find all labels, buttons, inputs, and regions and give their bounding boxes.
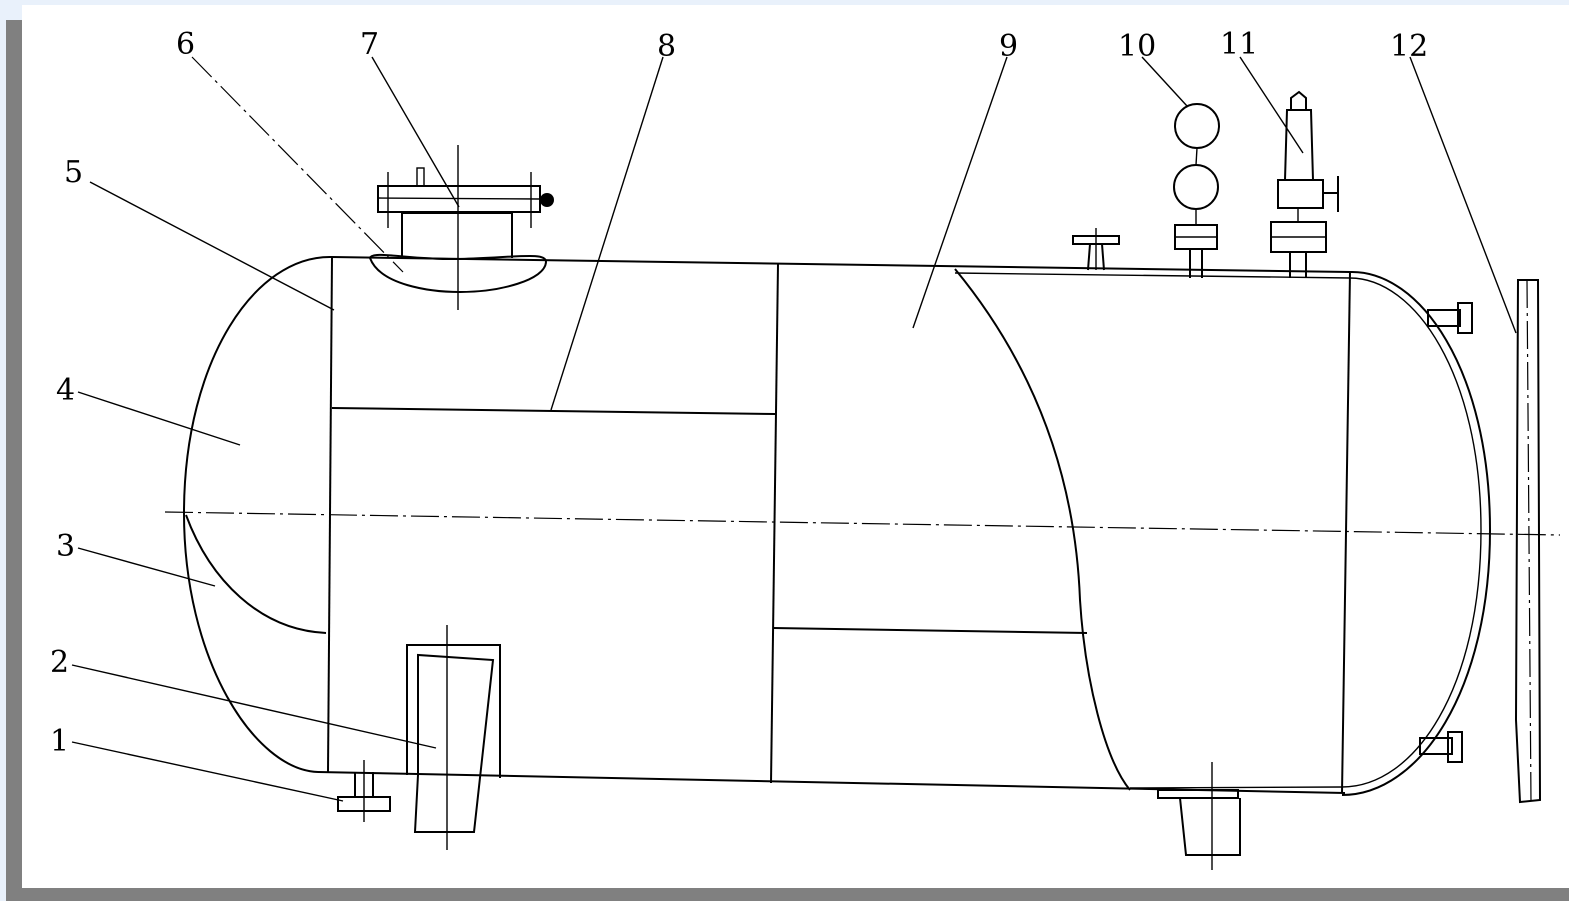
pressure-gauge-lower (1173, 164, 1219, 210)
manhole-handle (416, 167, 425, 187)
level-gauge (1514, 279, 1542, 804)
frame-shadow-left (6, 20, 22, 900)
part-label-2: 2 (50, 645, 69, 680)
bottom-outlet-pipe (1179, 797, 1241, 856)
drawing-area (22, 5, 1569, 888)
leader-1 (71, 741, 344, 802)
safety-valve-cap (1290, 90, 1307, 110)
safety-valve-body (1277, 179, 1324, 209)
frame-shadow-bottom (6, 888, 1569, 901)
top-small-nozzle-pipe-r (1101, 243, 1105, 271)
leader-12 (1409, 56, 1517, 334)
leader-7 (371, 56, 460, 208)
right-head-inner (1341, 277, 1482, 788)
manhole-flange-face (377, 197, 541, 200)
right-upper-nozzle-flange (1457, 302, 1473, 334)
shell-inner-bottom (1129, 786, 1343, 789)
leader-8 (550, 56, 664, 411)
manhole-neck (401, 212, 513, 258)
leader-11 (1239, 56, 1304, 154)
bottom-outlet-flange (1157, 789, 1239, 799)
part-label-11: 11 (1220, 27, 1258, 62)
manhole-reinforcement-pad (368, 253, 548, 294)
part-label-7: 7 (360, 27, 379, 62)
right-upper-nozzle (1427, 309, 1461, 327)
seam-middle (770, 263, 779, 784)
leader-6 (191, 56, 404, 273)
leader-3 (77, 547, 216, 587)
vessel-center-line (164, 511, 1561, 536)
top-small-nozzle-pipe-l (1087, 243, 1091, 271)
part-label-1: 1 (50, 724, 69, 759)
right-lower-nozzle (1419, 737, 1453, 755)
part-label-5: 5 (64, 155, 83, 190)
seam-left (327, 256, 333, 773)
level-gauge-center (1526, 279, 1532, 803)
part-label-10: 10 (1118, 29, 1156, 64)
leader-5 (89, 181, 335, 311)
cutaway-break-line (954, 268, 1131, 791)
shell-inner-top (954, 272, 1351, 279)
longitudinal-seam-lower (772, 627, 1088, 634)
part-label-9: 9 (999, 29, 1018, 64)
saddle-support-outer (406, 644, 501, 778)
right-head-outer (1341, 270, 1492, 796)
safety-valve-bonnet (1283, 109, 1315, 181)
seam-right (1341, 271, 1351, 794)
part-label-8: 8 (657, 29, 676, 64)
internal-baffle (185, 514, 327, 634)
part-label-12: 12 (1390, 29, 1428, 64)
saddle-support-web (413, 653, 495, 833)
pressure-gauge-upper (1174, 103, 1220, 149)
gauge-stem-1 (1195, 147, 1198, 166)
leader-4 (77, 391, 241, 446)
part-label-4: 4 (56, 373, 75, 408)
shell-top-line (331, 256, 1351, 273)
longitudinal-seam-upper (331, 407, 776, 415)
part-label-6: 6 (176, 27, 195, 62)
leader-9 (912, 56, 1008, 329)
manhole-hinge (540, 193, 554, 207)
leader-10 (1141, 56, 1188, 107)
part-label-3: 3 (56, 529, 75, 564)
left-head (182, 255, 333, 773)
right-lower-nozzle-flange (1447, 731, 1463, 763)
leader-2 (71, 664, 437, 749)
